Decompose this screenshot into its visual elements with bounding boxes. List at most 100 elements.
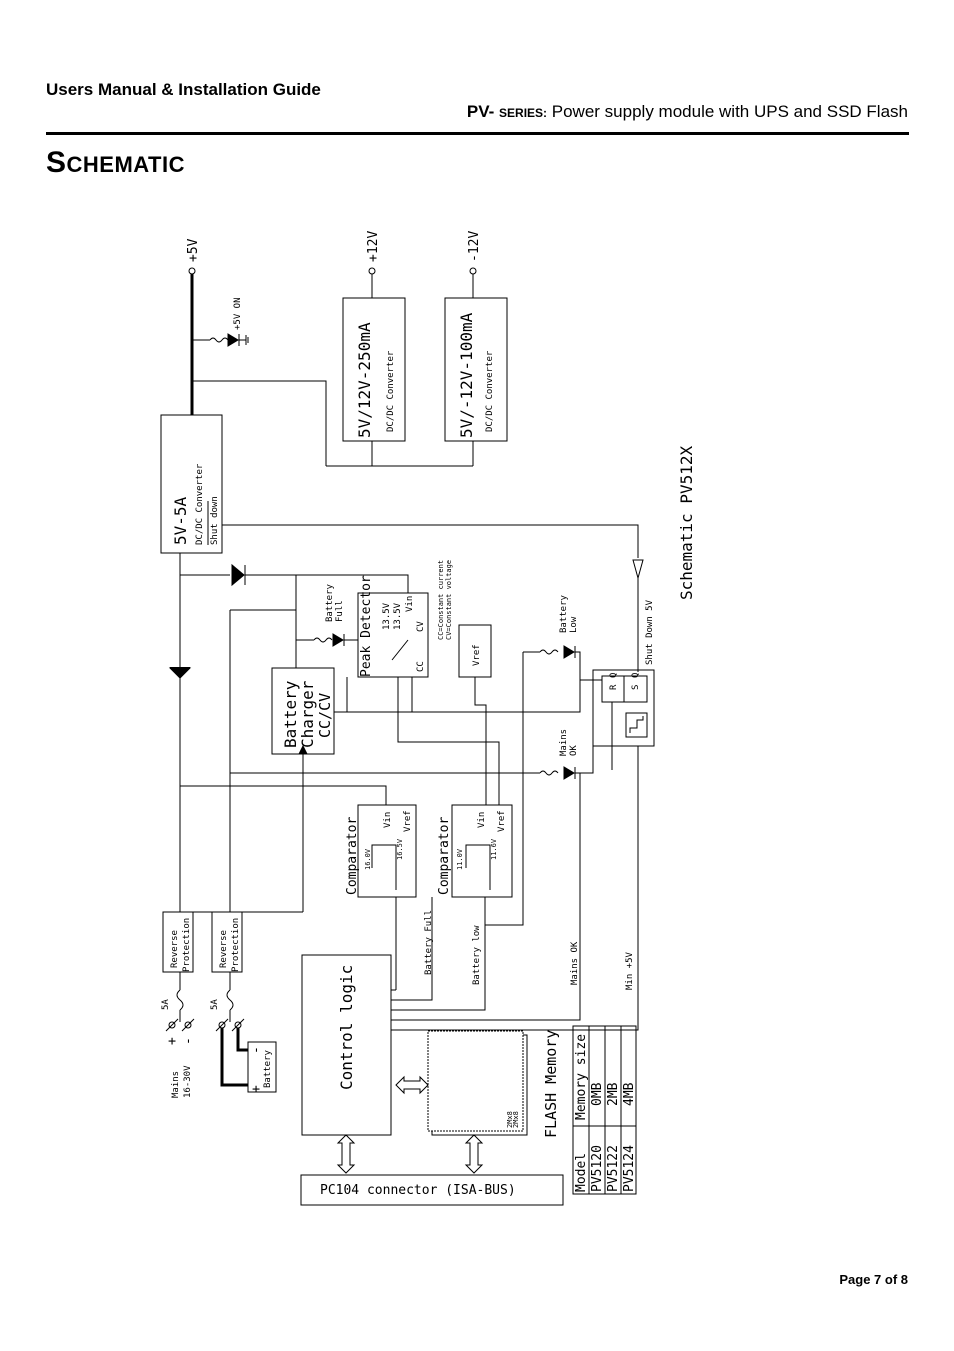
ff-s: S: [631, 685, 641, 690]
battery-box: [247, 1041, 277, 1093]
series-pv: PV-: [466, 102, 495, 121]
header-rule: [46, 132, 909, 135]
converter-5v-box: [160, 414, 223, 554]
sig-battery-full: Battery Full: [424, 910, 434, 975]
flash-chip-2: 2Mx8: [512, 1111, 520, 1128]
comp2-vin: Vin: [477, 812, 487, 828]
sig-mains-ok: Mains OK: [570, 941, 580, 985]
charger-arrow: [298, 744, 308, 755]
peak-v2: 13.5V: [393, 602, 403, 630]
led-battery-low-label1: Battery: [559, 594, 569, 633]
led-mains-ok-label1: Mains: [559, 729, 569, 756]
peak-title: Peak Detector: [359, 575, 374, 677]
comp1-vin: Vin: [383, 812, 393, 828]
page-number: Page 7 of 8: [839, 1272, 908, 1287]
led-battery-full-label1: Battery: [325, 583, 335, 622]
ff-r: R: [609, 684, 619, 690]
rev-prot-2-a: Reverse: [219, 930, 229, 968]
charger-line3: CC/CV: [316, 693, 334, 738]
rail-m12v-label: -12V: [467, 231, 482, 262]
terminal-m12v: [469, 267, 477, 275]
flash-chip-box: [427, 1030, 524, 1132]
pc104-connector: [300, 1174, 564, 1206]
rail-12v-label: +12V: [366, 231, 381, 262]
comp2-title: Comparator: [437, 817, 452, 895]
series-description: Power supply module with UPS and SSD Fla…: [551, 102, 908, 121]
memtable-row2-model: PV5122: [606, 1145, 621, 1192]
ff-q2: Q: [631, 673, 641, 678]
led-mains-ok: [563, 766, 575, 780]
battery-label: Battery: [263, 1049, 273, 1088]
peak-note1: CC=Constant current: [437, 560, 445, 640]
mains-label1: Mains: [171, 1071, 181, 1098]
reverse-protection-1: [162, 911, 194, 973]
converter-12v-box: [342, 297, 406, 442]
charger-line2: Charger: [298, 680, 317, 748]
flash-chip-1: 2Mx8: [506, 1111, 514, 1128]
peak-cv: CV: [416, 621, 426, 632]
led-5v-on-label: +5V ON: [233, 297, 243, 330]
sig-min-5v: Min +5V: [625, 951, 635, 990]
memtable-header-size: Memory size: [574, 1034, 589, 1120]
bus-arrow-flash: [395, 1075, 429, 1095]
mains-label2: 16-30V: [183, 1065, 193, 1098]
memory-size-table: Model Memory size PV5120 0MB PV5122 2MB …: [572, 1025, 637, 1195]
section-title: SCHEMATIC: [46, 146, 185, 180]
led-battery-low: [563, 645, 575, 659]
converter-5v-shutdown: Shut down: [210, 496, 220, 545]
mains-plus: +: [165, 1037, 180, 1045]
memtable-row1-model: PV5120: [590, 1145, 605, 1192]
memtable-row1-size: 0MB: [590, 1082, 605, 1106]
section-title-cap: S: [46, 146, 67, 179]
comp2-v2: 11.6V: [490, 838, 498, 860]
control-logic-label: Control logic: [337, 965, 356, 1090]
peak-v1: 13.5V: [382, 602, 392, 630]
flash-title: FLASH Memory: [542, 1030, 560, 1138]
fuse-2-label: 5A: [210, 999, 220, 1010]
series-word: SERIES:: [499, 106, 548, 120]
comp1-v2: 16.5V: [396, 838, 404, 860]
memtable-row3-size: 4MB: [622, 1082, 637, 1106]
peak-note2: CV=Constant voltage: [445, 560, 453, 640]
rev-prot-2-b: Protection: [231, 918, 241, 972]
series-title: PV- SERIES: Power supply module with UPS…: [467, 102, 908, 122]
comp2-vref: Vref: [497, 810, 507, 832]
comparator2-box: [451, 804, 513, 898]
battery-minus: -: [249, 1046, 264, 1054]
peak-cc: CC: [416, 661, 426, 672]
converter-m12v-sub: DC/DC Converter: [485, 350, 495, 432]
shutdown-buffer: [632, 559, 644, 580]
converter-5v-title: 5V-5A: [171, 496, 190, 545]
pc104-label: PC104 connector (ISA-BUS): [320, 1183, 516, 1198]
converter-12v-sub: DC/DC Converter: [386, 350, 396, 432]
schematic-title: Schematic PV512X: [677, 446, 696, 600]
bus-arrow-flash-pc104: [464, 1134, 484, 1174]
peak-detector-box: [357, 592, 429, 678]
terminal-12v: [368, 267, 376, 275]
converter-5v-sub: DC/DC Converter: [195, 463, 205, 545]
rev-prot-1-a: Reverse: [170, 930, 180, 968]
led-mains-ok-label2: OK: [569, 745, 579, 756]
sig-battery-low: Battery low: [472, 925, 482, 985]
vref-label: Vref: [472, 644, 482, 666]
fuse-1-label: 5A: [161, 999, 171, 1010]
comp1-vref: Vref: [403, 810, 413, 832]
terminal-5v: [188, 267, 196, 275]
comp1-title: Comparator: [345, 817, 360, 895]
converter-m12v-box: [444, 297, 508, 442]
memtable-header-model: Model: [574, 1153, 589, 1192]
section-title-rest: CHEMATIC: [66, 152, 185, 177]
rev-prot-1-b: Protection: [182, 918, 192, 972]
led-battery-low-label2: Low: [569, 616, 579, 633]
rail-5v-label: +5V: [186, 238, 201, 262]
charger-line1: Battery: [281, 680, 300, 748]
shutdown-5v-label: Shut Down 5V: [645, 599, 655, 665]
comp2-v1: 11.0V: [456, 848, 464, 870]
memtable-row3-model: PV5124: [622, 1145, 637, 1192]
comp1-v1: 16.0V: [364, 848, 372, 870]
led-battery-full-label2: Full: [335, 600, 345, 622]
flipflop-outer: [592, 669, 655, 747]
memtable-row2-size: 2MB: [606, 1082, 621, 1106]
comparator1-box: [357, 804, 417, 898]
